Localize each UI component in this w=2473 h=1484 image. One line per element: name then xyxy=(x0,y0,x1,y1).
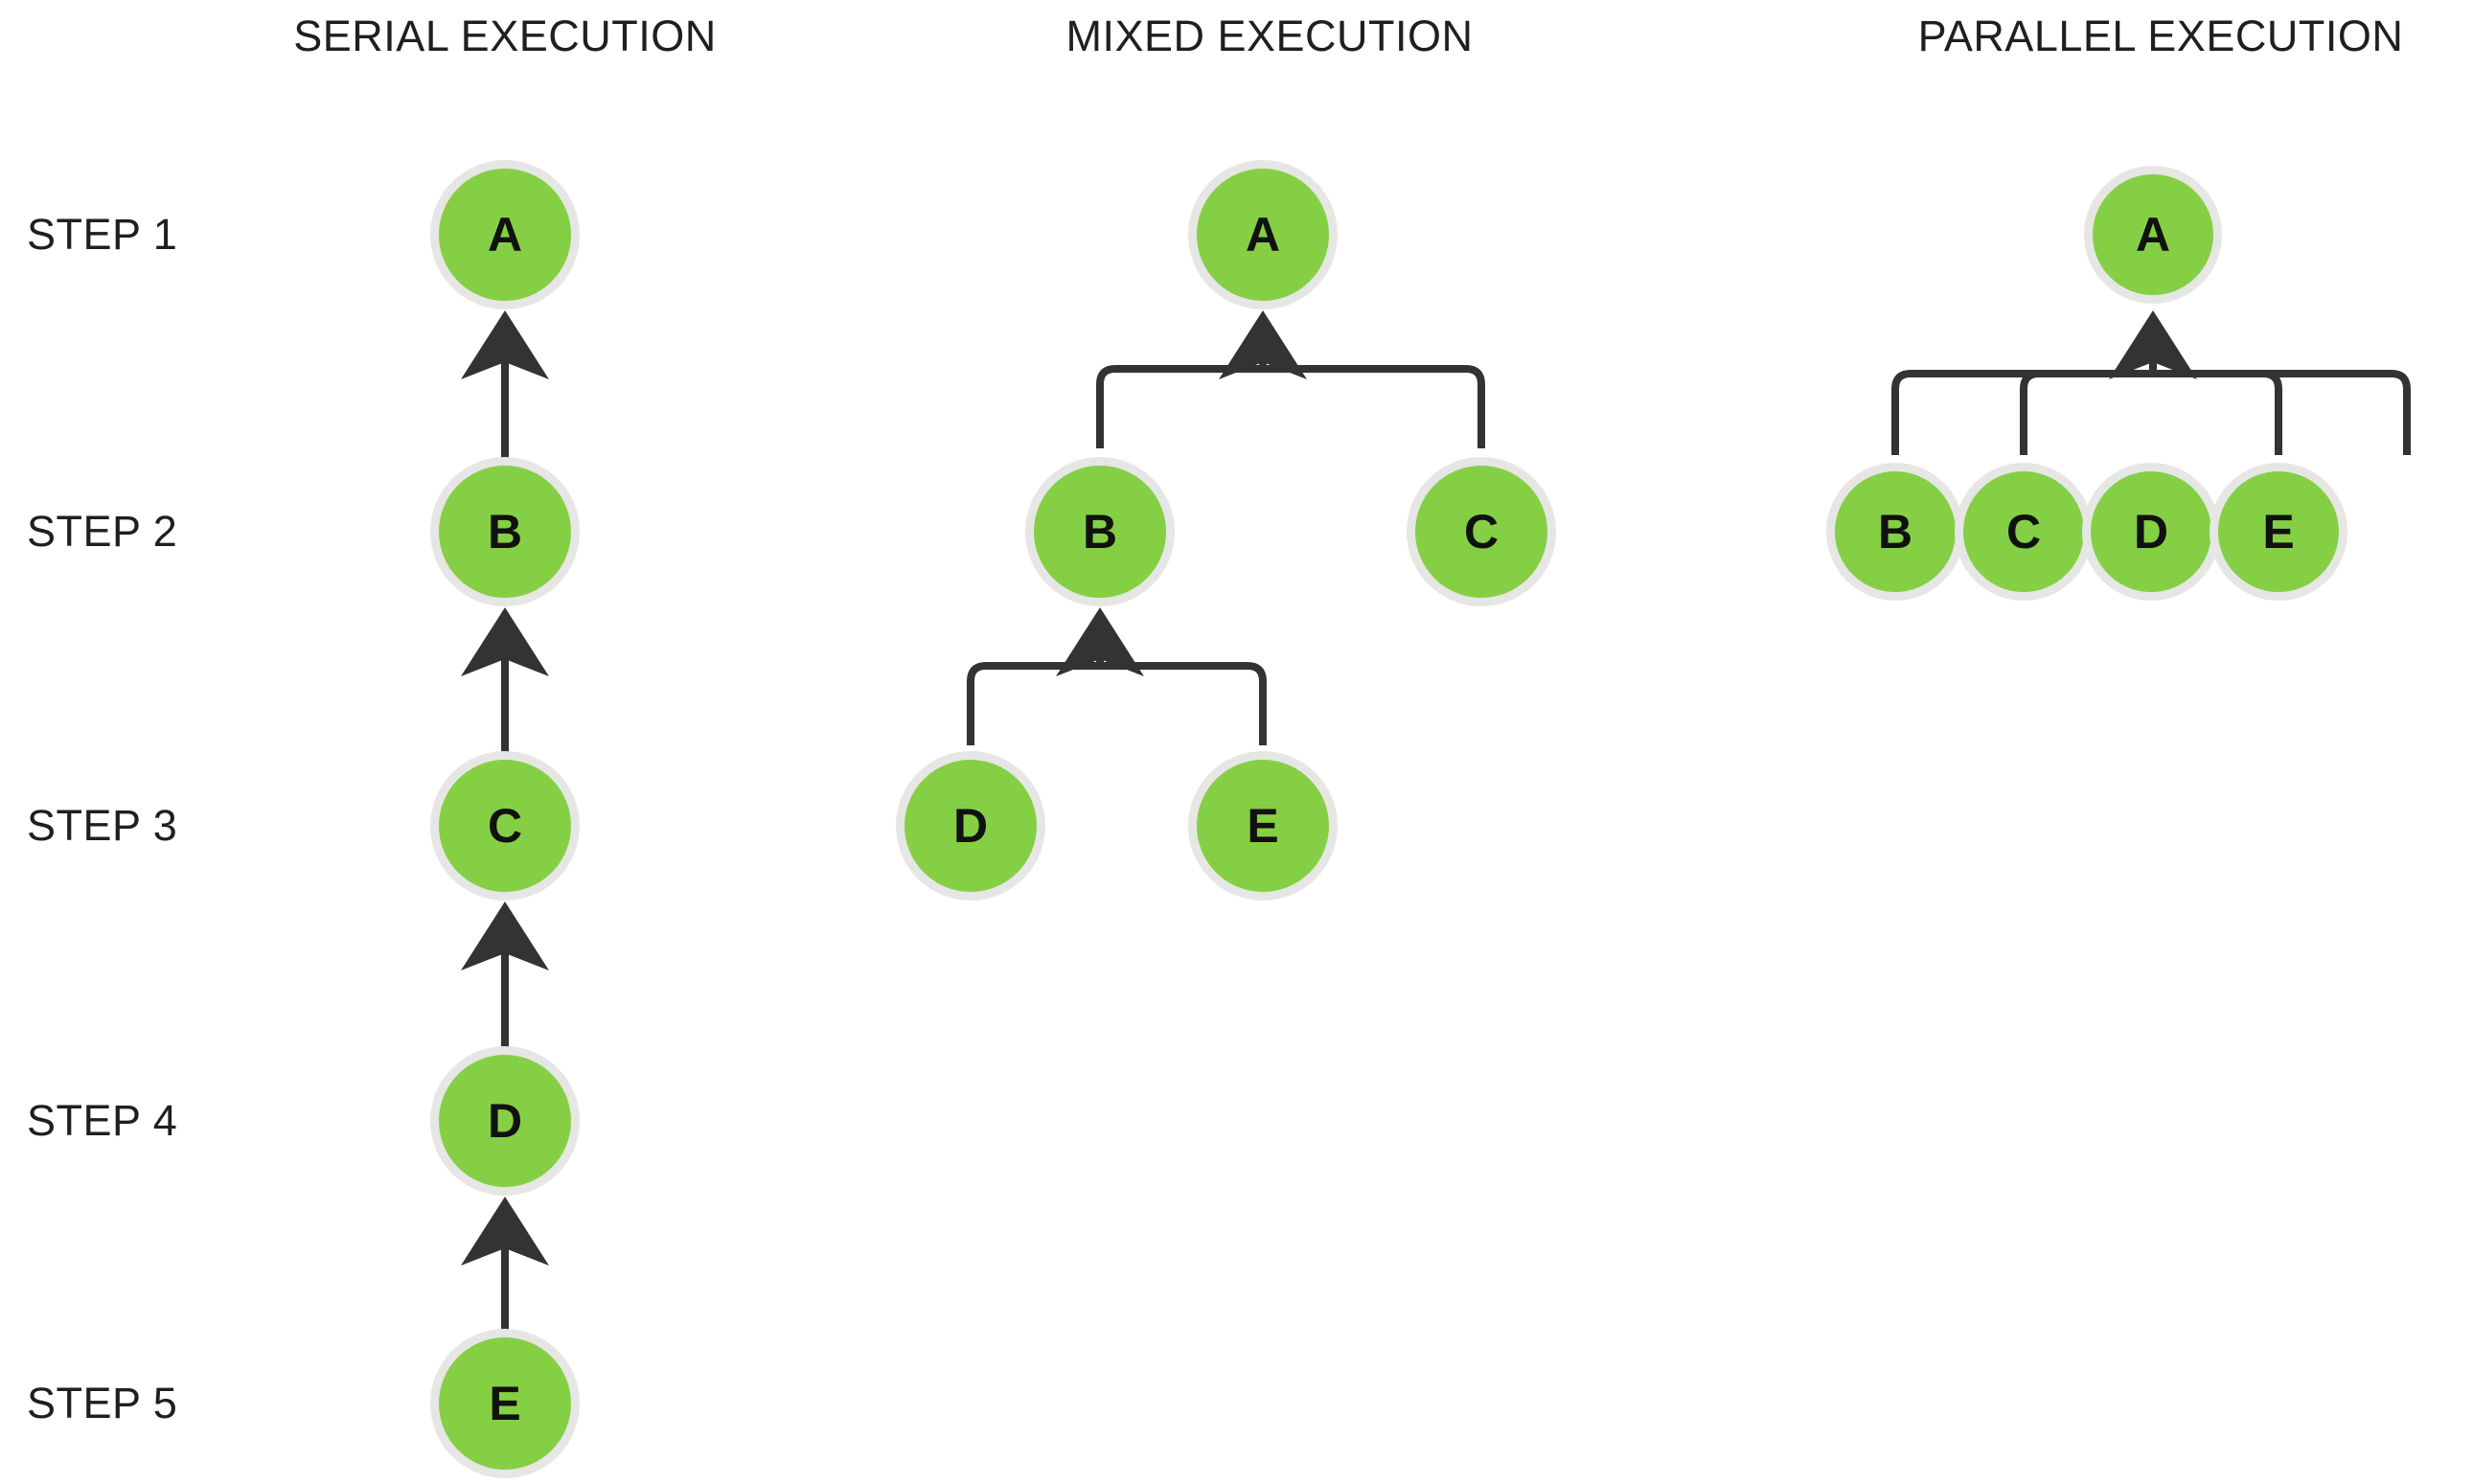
node-label: D xyxy=(952,799,989,853)
node-label: B xyxy=(1082,505,1118,559)
serial-edges xyxy=(461,310,549,1330)
edge-mixed-c-to-a xyxy=(1263,365,1485,448)
arrowhead-mixed-to-a xyxy=(1219,310,1307,379)
node-label: C xyxy=(2005,505,2042,559)
edge-parallel-c-to-a xyxy=(2020,370,2153,455)
arrowhead-mixed-to-b xyxy=(1056,607,1144,676)
edge-mixed-e-to-b xyxy=(1100,662,1267,745)
node-mixed-a[interactable]: A xyxy=(1188,160,1338,309)
node-serial-b[interactable]: B xyxy=(430,457,580,606)
node-serial-c[interactable]: C xyxy=(430,751,580,901)
node-label: B xyxy=(1877,505,1913,559)
node-parallel-b[interactable]: B xyxy=(1826,463,1964,601)
node-label: A xyxy=(2135,208,2171,262)
step-label-5: STEP 5 xyxy=(27,1379,178,1427)
arrowhead-serial-c-to-b xyxy=(461,607,549,676)
step-label-2: STEP 2 xyxy=(27,507,178,556)
node-mixed-e[interactable]: E xyxy=(1188,751,1338,901)
node-serial-d[interactable]: D xyxy=(430,1046,580,1196)
node-parallel-c[interactable]: C xyxy=(1955,463,2093,601)
node-label: B xyxy=(487,505,523,559)
edge-parallel-e-to-a xyxy=(2153,370,2411,455)
node-label: E xyxy=(2262,505,2295,559)
arrowhead-serial-d-to-c xyxy=(461,902,549,970)
node-label: D xyxy=(487,1094,523,1148)
column-title-parallel: PARALLEL EXECUTION xyxy=(1917,11,2404,60)
node-parallel-d[interactable]: D xyxy=(2082,463,2220,601)
arrowhead-serial-e-to-d xyxy=(461,1197,549,1266)
node-label: C xyxy=(487,799,523,853)
arrowhead-parallel-to-a xyxy=(2109,310,2197,379)
edge-mixed-b-to-a xyxy=(1096,365,1263,448)
node-label: D xyxy=(2133,505,2169,559)
node-serial-e[interactable]: E xyxy=(430,1329,580,1478)
node-serial-a[interactable]: A xyxy=(430,160,580,309)
column-title-mixed: MIXED EXECUTION xyxy=(1065,11,1474,60)
node-parallel-e[interactable]: E xyxy=(2210,463,2347,601)
node-label: E xyxy=(1247,799,1279,853)
node-label: A xyxy=(1245,208,1281,262)
edge-parallel-d-to-a xyxy=(2153,370,2282,455)
node-label: A xyxy=(487,208,523,262)
node-mixed-d[interactable]: D xyxy=(896,751,1045,901)
step-label-3: STEP 3 xyxy=(27,801,178,850)
node-parallel-a[interactable]: A xyxy=(2084,166,2222,304)
step-label-1: STEP 1 xyxy=(27,210,178,259)
edge-parallel-b-to-a xyxy=(1891,370,2153,455)
node-mixed-b[interactable]: B xyxy=(1025,457,1175,606)
node-mixed-c[interactable]: C xyxy=(1407,457,1556,606)
arrowhead-serial-b-to-a xyxy=(461,310,549,379)
mixed-edges xyxy=(967,310,1485,745)
parallel-edges xyxy=(1891,310,2411,455)
column-title-serial: SERIAL EXECUTION xyxy=(293,11,717,60)
edge-mixed-d-to-b xyxy=(967,662,1100,745)
node-label: C xyxy=(1463,505,1500,559)
node-label: E xyxy=(489,1377,521,1430)
step-label-4: STEP 4 xyxy=(27,1096,178,1145)
